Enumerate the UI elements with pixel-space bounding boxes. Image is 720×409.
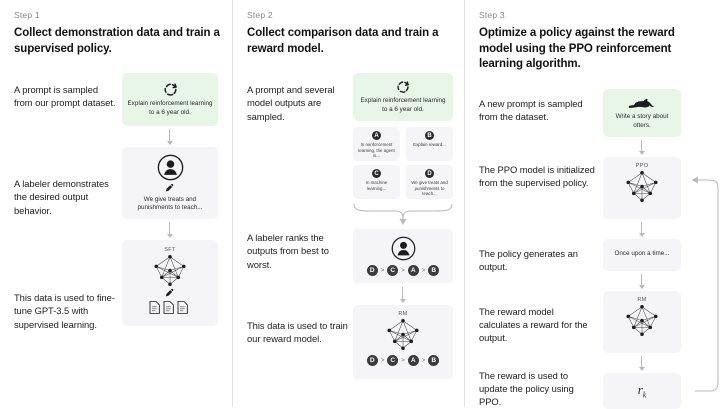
rank-badge-1: D bbox=[366, 265, 378, 277]
step-3-title: Optimize a policy against the reward mod… bbox=[479, 27, 675, 71]
refresh-circle-icon bbox=[396, 80, 410, 94]
neural-network-icon bbox=[149, 254, 191, 287]
rm-rank-badge-4: B bbox=[428, 355, 440, 367]
step-3-reward-card[interactable]: rk bbox=[603, 372, 681, 409]
step-3-arrow-4 bbox=[638, 355, 645, 371]
person-icon bbox=[391, 236, 416, 261]
step-3-caption-2: The PPO model is initialized from the su… bbox=[479, 163, 595, 188]
step-2-arrow-2 bbox=[399, 287, 406, 304]
reward-symbol: rk bbox=[637, 381, 647, 400]
rm-rank-badge-3: A bbox=[407, 355, 419, 367]
step-1-prompt-text: Explain reinforcement learning to a 6 ye… bbox=[127, 100, 213, 116]
rank-badge-2: C bbox=[387, 265, 399, 277]
pencil-icon bbox=[165, 288, 175, 298]
output-card-a[interactable]: A In reinforcement learning, the agent i… bbox=[353, 127, 400, 162]
step-3-label: Step 3 bbox=[479, 10, 505, 20]
step-1-caption-2: A labeler demonstrates the desired outpu… bbox=[14, 178, 109, 216]
neural-network-icon bbox=[621, 304, 663, 337]
step-1-label: Step 1 bbox=[14, 10, 40, 20]
step-3-caption-5: The reward is used to update the policy … bbox=[479, 369, 574, 408]
output-letter-a: A bbox=[372, 131, 381, 141]
step-3-caption-4: The reward model calculates a reward for… bbox=[479, 305, 588, 344]
step-1-caption-3: This data is used to fine-tune GPT-3.5 w… bbox=[14, 292, 115, 330]
step-1-labeler-text: We give treats and punishments to teach.… bbox=[137, 195, 203, 212]
step-3-prompt-card[interactable]: Write a story about otters. bbox=[603, 88, 681, 137]
step-3-body: A new prompt is sampled from the dataset… bbox=[477, 77, 719, 409]
refresh-circle-icon bbox=[163, 82, 178, 97]
step-2-prompt-text: Explain reinforcement learning to a 6 ye… bbox=[360, 97, 446, 113]
feedback-loop-arrow bbox=[681, 171, 720, 393]
person-icon bbox=[157, 154, 184, 181]
step-2-caption-1: A prompt and several model outputs are s… bbox=[247, 84, 335, 122]
output-letter-d: D bbox=[425, 169, 434, 179]
output-card-c[interactable]: C In machine learning... bbox=[353, 165, 400, 200]
step-1-prompt-card[interactable]: Explain reinforcement learning to a 6 ye… bbox=[122, 73, 218, 127]
step-2-title: Collect comparison data and train a rewa… bbox=[247, 27, 439, 55]
step-2-rm-card[interactable]: RM bbox=[353, 305, 453, 380]
ranking-row-rm: D > C > A > B bbox=[366, 355, 440, 367]
step-3-ppo-card[interactable]: PPO bbox=[603, 156, 681, 219]
ranking-row-labeler: D > C > A > B bbox=[366, 265, 440, 277]
step-2-rm-label: RM bbox=[398, 311, 408, 318]
step-2-caption-2: A labeler ranks the outputs from best to… bbox=[247, 232, 329, 270]
step-2-caption-3: This data is used to train our reward mo… bbox=[247, 320, 348, 345]
step-1-title: Collect demonstration data and train a s… bbox=[14, 27, 220, 55]
output-letter-b: B bbox=[425, 131, 434, 141]
step-3-arrow-3 bbox=[638, 273, 645, 289]
otter-icon bbox=[627, 95, 657, 110]
output-text-a: In reinforcement learning, the agent is.… bbox=[358, 142, 395, 159]
output-text-d: We give treats and punishments to teach.… bbox=[411, 180, 448, 197]
step-1-arrow-2 bbox=[166, 222, 173, 239]
output-card-d[interactable]: D We give treats and punishments to teac… bbox=[406, 165, 453, 200]
step-3-caption-1: A new prompt is sampled from the dataset… bbox=[479, 97, 583, 122]
step-3-arrow-2 bbox=[638, 221, 645, 237]
neural-network-icon bbox=[382, 318, 424, 351]
rank-sep-2: > bbox=[401, 267, 405, 274]
step-2-column: Step 2 Collect comparison data and train… bbox=[232, 0, 464, 407]
step-2-labeler-card[interactable]: D > C > A > B bbox=[353, 229, 453, 284]
rm-rank-sep-1: > bbox=[380, 357, 385, 364]
step-1-caption-1: A prompt is sampled from our prompt data… bbox=[14, 84, 116, 109]
output-letter-c: C bbox=[372, 169, 381, 179]
step-1-sft-card[interactable]: SFT bbox=[122, 240, 218, 327]
output-card-b[interactable]: B Explain reward... bbox=[406, 127, 453, 162]
step-1-column: Step 1 Collect demonstration data and tr… bbox=[0, 0, 232, 407]
documents-icon bbox=[148, 300, 192, 315]
step-2-body: A prompt and several model outputs are s… bbox=[245, 61, 455, 391]
rank-sep-1: > bbox=[380, 267, 385, 274]
rank-badge-3: A bbox=[407, 265, 419, 277]
output-text-b: Explain reward... bbox=[413, 142, 446, 148]
step-1-sft-label: SFT bbox=[164, 247, 176, 254]
step-3-output-card[interactable]: Once upon a time... bbox=[603, 238, 681, 271]
step-3-ppo-label: PPO bbox=[635, 162, 649, 169]
merge-brace-icon bbox=[351, 201, 455, 227]
rm-rank-sep-3: > bbox=[421, 357, 426, 364]
step-1-labeler-card[interactable]: We give treats and punishments to teach.… bbox=[122, 147, 218, 220]
rm-rank-sep-2: > bbox=[401, 357, 405, 364]
step-2-prompt-card[interactable]: Explain reinforcement learning to a 6 ye… bbox=[353, 73, 453, 122]
rm-rank-badge-1: D bbox=[366, 355, 378, 367]
step-1-body: A prompt is sampled from our prompt data… bbox=[12, 61, 220, 391]
step-3-arrow-1 bbox=[638, 139, 645, 155]
step-3-output-text: Once upon a time... bbox=[614, 250, 670, 258]
rank-sep-3: > bbox=[421, 267, 426, 274]
step-1-arrow-1 bbox=[166, 129, 173, 146]
step-3-column: Step 3 Optimize a policy against the rew… bbox=[464, 0, 720, 409]
rm-rank-badge-2: C bbox=[387, 355, 399, 367]
step-2-label: Step 2 bbox=[247, 10, 273, 20]
rank-badge-4: B bbox=[428, 265, 440, 277]
neural-network-icon bbox=[621, 170, 663, 203]
step-3-rm-label: RM bbox=[637, 296, 647, 303]
step-3-caption-3: The policy generates an output. bbox=[479, 247, 578, 272]
step-3-prompt-text: Write a story about otters. bbox=[615, 113, 669, 129]
pencil-icon bbox=[165, 183, 175, 193]
step-3-rm-card[interactable]: RM bbox=[603, 290, 681, 353]
output-text-c: In machine learning... bbox=[365, 180, 388, 191]
